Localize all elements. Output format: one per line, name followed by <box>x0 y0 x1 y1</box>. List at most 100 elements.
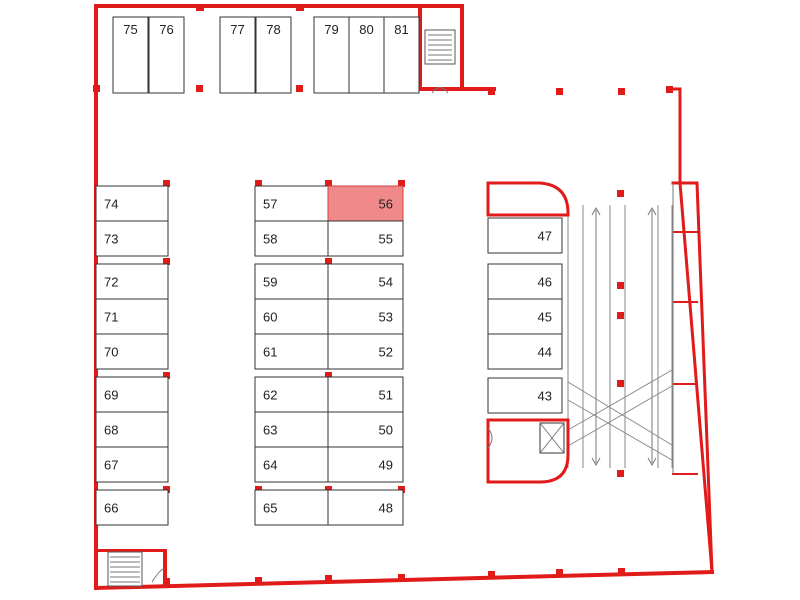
parking-spot-53[interactable]: 53 <box>327 298 404 335</box>
parking-spot-box[interactable] <box>327 411 404 448</box>
parking-spot-box[interactable] <box>254 220 329 257</box>
parking-spot-label: 43 <box>538 389 552 404</box>
parking-spot-box[interactable] <box>327 333 404 370</box>
parking-spot-box[interactable] <box>313 16 350 94</box>
parking-spot-55[interactable]: 55 <box>327 220 404 257</box>
ramp-island <box>486 181 570 484</box>
bottom-staircase-icon <box>94 549 167 587</box>
parking-spot-73[interactable]: 73 <box>95 220 169 257</box>
parking-spot-71[interactable]: 71 <box>95 298 169 335</box>
parking-spot-66[interactable]: 66 <box>95 489 169 526</box>
parking-spot-81[interactable]: 81 <box>383 16 420 94</box>
parking-spot-62[interactable]: 62 <box>254 376 329 413</box>
parking-spot-43[interactable]: 43 <box>487 377 563 414</box>
parking-spot-label: 68 <box>104 423 118 438</box>
parking-spot-box[interactable] <box>95 411 169 448</box>
ramp-area <box>567 205 673 468</box>
parking-spot-box[interactable] <box>327 298 404 335</box>
parking-spot-47[interactable]: 47 <box>487 217 563 254</box>
parking-spot-label: 77 <box>230 22 244 37</box>
parking-spot-52[interactable]: 52 <box>327 333 404 370</box>
parking-spot-box[interactable] <box>487 298 563 335</box>
parking-spot-box[interactable] <box>254 489 329 526</box>
parking-spot-label: 52 <box>379 345 393 360</box>
parking-spot-label: 65 <box>263 501 277 516</box>
parking-spot-box[interactable] <box>95 298 169 335</box>
parking-spot-label: 49 <box>379 458 393 473</box>
parking-spot-label: 59 <box>263 275 277 290</box>
parking-spot-46[interactable]: 46 <box>487 263 563 300</box>
parking-spot-box[interactable] <box>95 333 169 370</box>
parking-spot-76[interactable]: 76 <box>148 16 185 94</box>
parking-spot-box[interactable] <box>487 217 563 254</box>
parking-spot-box[interactable] <box>383 16 420 94</box>
parking-spot-48[interactable]: 48 <box>327 489 404 526</box>
parking-spot-label: 61 <box>263 345 277 360</box>
parking-spot-box[interactable] <box>255 16 292 94</box>
parking-spot-60[interactable]: 60 <box>254 298 329 335</box>
parking-spot-box[interactable] <box>219 16 256 94</box>
parking-spot-box[interactable] <box>254 446 329 483</box>
parking-spot-57[interactable]: 57 <box>254 185 329 222</box>
parking-spot-label: 46 <box>538 275 552 290</box>
parking-spot-box[interactable] <box>254 411 329 448</box>
parking-spot-79[interactable]: 79 <box>313 16 350 94</box>
parking-spot-label: 69 <box>104 388 118 403</box>
parking-spot-label: 73 <box>104 232 118 247</box>
parking-spot-box[interactable] <box>95 489 169 526</box>
parking-spot-label: 71 <box>104 310 118 325</box>
parking-spot-box[interactable] <box>254 376 329 413</box>
parking-spot-box[interactable] <box>148 16 185 94</box>
parking-spot-box[interactable] <box>95 446 169 483</box>
parking-spot-label: 48 <box>379 501 393 516</box>
parking-spot-label: 79 <box>324 22 338 37</box>
parking-spot-box[interactable] <box>327 263 404 300</box>
parking-spot-45[interactable]: 45 <box>487 298 563 335</box>
parking-spot-box[interactable] <box>348 16 385 94</box>
parking-spot-56[interactable]: 56 <box>327 185 404 222</box>
parking-spot-78[interactable]: 78 <box>255 16 292 94</box>
parking-spot-67[interactable]: 67 <box>95 446 169 483</box>
parking-spot-box[interactable] <box>254 333 329 370</box>
parking-spot-61[interactable]: 61 <box>254 333 329 370</box>
parking-spot-label: 62 <box>263 388 277 403</box>
parking-spot-box[interactable] <box>327 489 404 526</box>
parking-spot-label: 67 <box>104 458 118 473</box>
parking-spot-box[interactable] <box>487 333 563 370</box>
parking-spot-box[interactable] <box>254 185 329 222</box>
parking-spot-label: 72 <box>104 275 118 290</box>
parking-spot-box[interactable] <box>95 220 169 257</box>
parking-spot-label: 55 <box>379 232 393 247</box>
parking-spot-box[interactable] <box>112 16 149 94</box>
parking-spot-box[interactable] <box>95 263 169 300</box>
parking-spot-63[interactable]: 63 <box>254 411 329 448</box>
top-staircase-icon <box>424 29 456 94</box>
parking-spot-77[interactable]: 77 <box>219 16 256 94</box>
parking-spot-72[interactable]: 72 <box>95 263 169 300</box>
parking-spot-70[interactable]: 70 <box>95 333 169 370</box>
parking-spot-box[interactable] <box>95 376 169 413</box>
parking-spot-58[interactable]: 58 <box>254 220 329 257</box>
parking-spot-54[interactable]: 54 <box>327 263 404 300</box>
parking-spot-49[interactable]: 49 <box>327 446 404 483</box>
parking-spot-65[interactable]: 65 <box>254 489 329 526</box>
parking-spot-74[interactable]: 74 <box>95 185 169 222</box>
parking-spot-label: 76 <box>159 22 173 37</box>
parking-spot-44[interactable]: 44 <box>487 333 563 370</box>
parking-spot-68[interactable]: 68 <box>95 411 169 448</box>
parking-spot-label: 63 <box>263 423 277 438</box>
parking-spot-label: 75 <box>123 22 137 37</box>
parking-spot-box[interactable] <box>487 377 563 414</box>
parking-spot-label: 57 <box>263 197 277 212</box>
parking-spot-label: 47 <box>538 229 552 244</box>
parking-spot-51[interactable]: 51 <box>327 376 404 413</box>
parking-spot-box[interactable] <box>327 220 404 257</box>
parking-spot-59[interactable]: 59 <box>254 263 329 300</box>
parking-spot-64[interactable]: 64 <box>254 446 329 483</box>
parking-spot-50[interactable]: 50 <box>327 411 404 448</box>
parking-spot-75[interactable]: 75 <box>112 16 149 94</box>
parking-spot-69[interactable]: 69 <box>95 376 169 413</box>
parking-spot-box[interactable] <box>327 446 404 483</box>
parking-spot-80[interactable]: 80 <box>348 16 385 94</box>
